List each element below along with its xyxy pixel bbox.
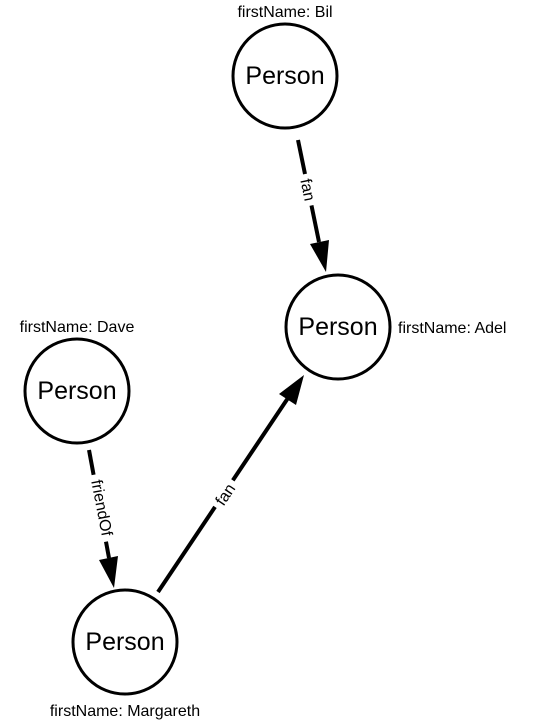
node-margareth[interactable]: Person firstName: Margareth xyxy=(50,588,200,720)
node-circle xyxy=(284,273,392,381)
node-bil[interactable]: Person firstName: Bil xyxy=(231,4,339,130)
node-label: Person xyxy=(85,628,164,656)
node-property: firstName: Margareth xyxy=(50,703,200,720)
arrowhead xyxy=(310,240,329,272)
edge-bil-adel: fan xyxy=(293,139,329,272)
edge-label-fan: fan xyxy=(296,177,317,202)
node-property: firstName: Dave xyxy=(20,319,135,336)
node-dave[interactable]: Person firstName: Dave xyxy=(20,319,135,445)
edge-margareth-adel: fan xyxy=(156,375,304,594)
node-circle xyxy=(231,22,339,130)
arrowhead xyxy=(99,556,118,588)
node-property: firstName: Adel xyxy=(398,320,506,337)
node-property: firstName: Bil xyxy=(237,4,332,21)
arrowhead xyxy=(279,375,304,405)
node-circle xyxy=(71,588,179,696)
node-label: Person xyxy=(37,377,116,405)
node-label: Person xyxy=(245,62,324,90)
node-adel[interactable]: Person firstName: Adel xyxy=(284,273,506,381)
edge-dave-margareth: friendOf xyxy=(84,449,118,588)
node-circle xyxy=(23,337,131,445)
node-label: Person xyxy=(298,313,377,341)
